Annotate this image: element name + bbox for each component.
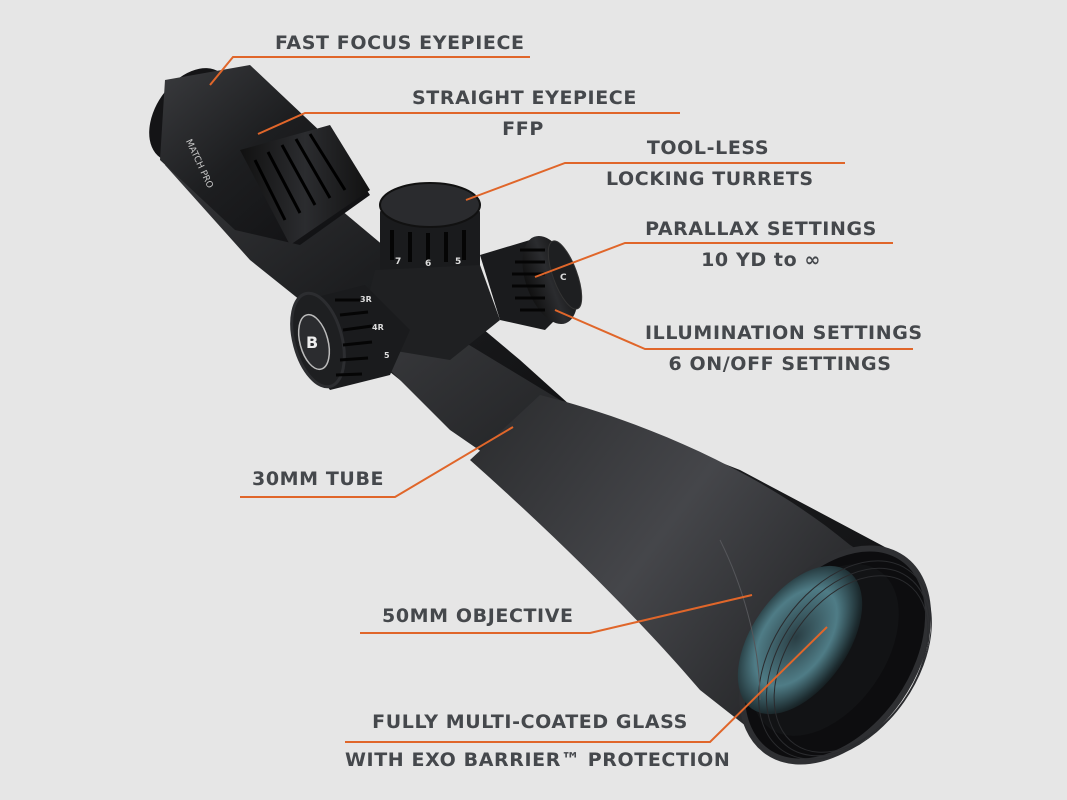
svg-text:6: 6 <box>425 259 431 269</box>
leader-parallax <box>534 242 893 278</box>
svg-text:B: B <box>306 333 318 352</box>
callout-line: 10 YD to ∞ <box>701 249 821 271</box>
callout-50mm-objective: 50MM OBJECTIVE <box>382 605 574 627</box>
callout-30mm-tube: 30MM TUBE <box>252 468 384 490</box>
callout-fast-focus-eyepiece: FAST FOCUS EYEPIECE <box>275 32 525 54</box>
svg-text:3R: 3R <box>360 295 372 304</box>
leader-fast-focus <box>209 56 530 86</box>
objective-bell <box>470 395 932 765</box>
callout-line: TOOL-LESS <box>646 137 770 159</box>
callout-parallax-settings: PARALLAX SETTINGS 10 YD to ∞ <box>645 218 877 271</box>
leader-glass <box>345 626 828 743</box>
callout-line: 50MM OBJECTIVE <box>382 605 574 627</box>
callout-line: FAST FOCUS EYEPIECE <box>275 32 525 54</box>
callout-line: 30MM TUBE <box>252 468 385 490</box>
leader-turrets <box>465 162 845 201</box>
leader-illumination <box>554 309 913 350</box>
callout-line: FFP <box>502 118 544 140</box>
svg-text:5: 5 <box>384 351 390 360</box>
windage-turret: B 3R 4R 5 <box>290 285 410 390</box>
eyepiece: MATCH PRO <box>149 65 370 245</box>
svg-text:4R: 4R <box>372 323 384 332</box>
leader-objective <box>360 594 753 634</box>
callout-line: PARALLAX SETTINGS <box>645 218 877 240</box>
callout-line: 6 ON/OFF SETTINGS <box>668 353 892 375</box>
elevation-turret: 7 6 5 <box>379 182 481 285</box>
callout-tool-less-turrets: TOOL-LESS LOCKING TURRETS <box>606 137 814 190</box>
svg-text:C: C <box>560 273 567 283</box>
leader-lines <box>209 56 913 743</box>
callout-line: ILLUMINATION SETTINGS <box>645 322 923 344</box>
leader-straight-eyepiece <box>257 112 680 135</box>
callout-line: STRAIGHT EYEPIECE <box>412 87 637 109</box>
callout-illumination-settings: ILLUMINATION SETTINGS 6 ON/OFF SETTINGS <box>645 322 923 375</box>
svg-text:7: 7 <box>395 257 401 267</box>
callout-multi-coated-glass: FULLY MULTI-COATED GLASS WITH EXO BARRIE… <box>345 711 731 771</box>
callout-straight-eyepiece: STRAIGHT EYEPIECE FFP <box>412 87 637 140</box>
callout-line: FULLY MULTI-COATED GLASS <box>372 711 688 733</box>
callout-line: WITH EXO BARRIER™ PROTECTION <box>345 749 731 771</box>
callout-line: LOCKING TURRETS <box>606 168 814 190</box>
leader-tube <box>240 426 514 498</box>
svg-text:5: 5 <box>455 257 461 267</box>
parallax-knob: C <box>480 236 583 330</box>
